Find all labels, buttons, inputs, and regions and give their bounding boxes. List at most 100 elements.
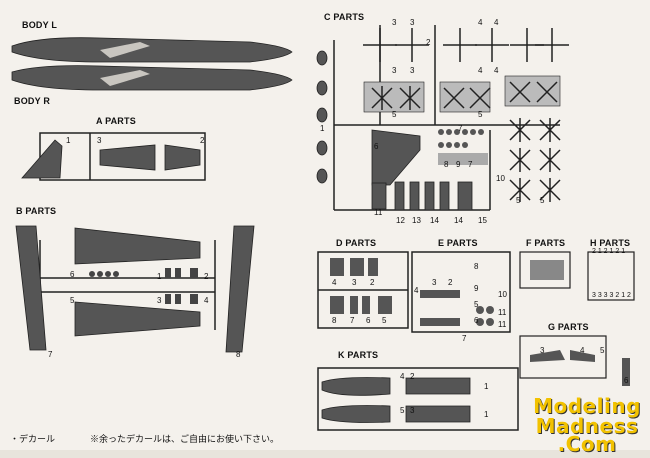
c-number: 4	[478, 66, 483, 75]
b-number: 5	[70, 296, 75, 305]
d-number: 7	[350, 316, 355, 325]
c-number: 12	[396, 216, 405, 225]
f-parts-runner	[519, 251, 571, 289]
e-number: 11	[498, 308, 507, 317]
d-number: 4	[332, 278, 337, 287]
body-l-label: BODY L	[22, 20, 58, 30]
d-number: 6	[366, 316, 371, 325]
c-number: 9	[456, 160, 461, 169]
body-r-label: BODY R	[14, 96, 51, 106]
g-parts-label: G PARTS	[548, 322, 589, 332]
b-number: 6	[70, 270, 75, 279]
c-number: 5	[392, 110, 397, 119]
k-number: 1	[484, 382, 489, 391]
e-number: 8	[474, 262, 479, 271]
d-number: 2	[370, 278, 375, 287]
d-number: 5	[382, 316, 387, 325]
b-number: 7	[48, 350, 53, 359]
e-number: 10	[498, 290, 507, 299]
g-number: 5	[600, 346, 605, 355]
h-parts-runner	[587, 251, 635, 301]
watermark-line-1: Modeling	[533, 394, 641, 418]
c-number: 3	[410, 18, 415, 27]
decal-heading: ・デカール	[10, 434, 56, 444]
h-numbers-bottom: 3 3 3 3 2 1 2	[592, 292, 631, 299]
b-number: 2	[204, 272, 209, 281]
c-number: 3	[392, 66, 397, 75]
stabilizer-right	[164, 144, 201, 171]
a-number: 2	[200, 136, 205, 145]
e-parts-runner	[411, 251, 511, 333]
k-number: 4	[400, 372, 405, 381]
c-number: 13	[412, 216, 421, 225]
c-number: 4	[478, 18, 483, 27]
tail-fin-part	[21, 139, 63, 179]
b-parts-label: B PARTS	[16, 206, 57, 216]
g-number: 4	[580, 346, 585, 355]
a-number: 1	[66, 136, 71, 145]
k-number: 3	[410, 406, 415, 415]
c-number: 2	[426, 38, 431, 47]
d-parts-label: D PARTS	[336, 238, 377, 248]
g-number: 3	[540, 346, 545, 355]
c-number: 10	[496, 174, 505, 183]
c-parts-label: C PARTS	[324, 12, 365, 22]
c-number: 11	[374, 208, 383, 217]
b-number: 8	[236, 350, 241, 359]
g-parts-runner	[519, 335, 607, 379]
g-number: 6	[624, 376, 629, 385]
wing-upper-part	[74, 227, 201, 265]
k-parts-runner	[317, 367, 519, 431]
decal-note: ※余ったデカールは、ご自由にお使い下さい。	[90, 434, 280, 444]
e-number: 5	[474, 300, 479, 309]
prop-blade-block	[363, 81, 425, 113]
c-number: 5	[540, 196, 545, 205]
e-parts-label: E PARTS	[438, 238, 478, 248]
e-number: 7	[462, 334, 467, 343]
a-number: 3	[97, 136, 102, 145]
k-number: 5	[400, 406, 405, 415]
stabilizer-left	[99, 144, 156, 171]
wing-tip-left	[15, 225, 47, 351]
k-parts-label: K PARTS	[338, 350, 379, 360]
b-number: 1	[157, 272, 162, 281]
c-number: 8	[444, 160, 449, 169]
bottom-strip	[0, 450, 650, 458]
e-number: 2	[448, 278, 453, 287]
b-number: 3	[157, 296, 162, 305]
c-number: 7	[458, 124, 463, 133]
c-number: 14	[430, 216, 439, 225]
e-number: 6	[474, 316, 479, 325]
wing-tip-right	[225, 225, 255, 353]
c-number: 6	[374, 142, 379, 151]
f-parts-label: F PARTS	[526, 238, 566, 248]
c-number: 4	[494, 66, 499, 75]
watermark-line-3: .Com	[557, 432, 617, 456]
k-number: 1	[484, 410, 489, 419]
propeller-set	[363, 28, 569, 202]
body-l-part	[11, 37, 293, 63]
c-number: 14	[454, 216, 463, 225]
c-number: 1	[320, 124, 325, 133]
c-number: 15	[478, 216, 487, 225]
h-parts-label: H PARTS	[590, 238, 631, 248]
e-number: 4	[414, 286, 419, 295]
c-number: 7	[468, 160, 473, 169]
a-parts-label: A PARTS	[96, 116, 136, 126]
e-number: 9	[474, 284, 479, 293]
wing-lower-part	[74, 301, 201, 337]
body-r-part	[11, 65, 293, 91]
e-number: 3	[432, 278, 437, 287]
h-numbers-top: 2 1 2 1 2 1	[592, 248, 626, 255]
b-number: 4	[204, 296, 209, 305]
c-number: 5	[478, 110, 483, 119]
e-number: 11	[498, 320, 507, 329]
cockpit-part	[371, 129, 421, 186]
c-number: 3	[410, 66, 415, 75]
d-number: 3	[352, 278, 357, 287]
k-number: 2	[410, 372, 415, 381]
c-number: 3	[392, 18, 397, 27]
d-number: 8	[332, 316, 337, 325]
c-number: 4	[494, 18, 499, 27]
